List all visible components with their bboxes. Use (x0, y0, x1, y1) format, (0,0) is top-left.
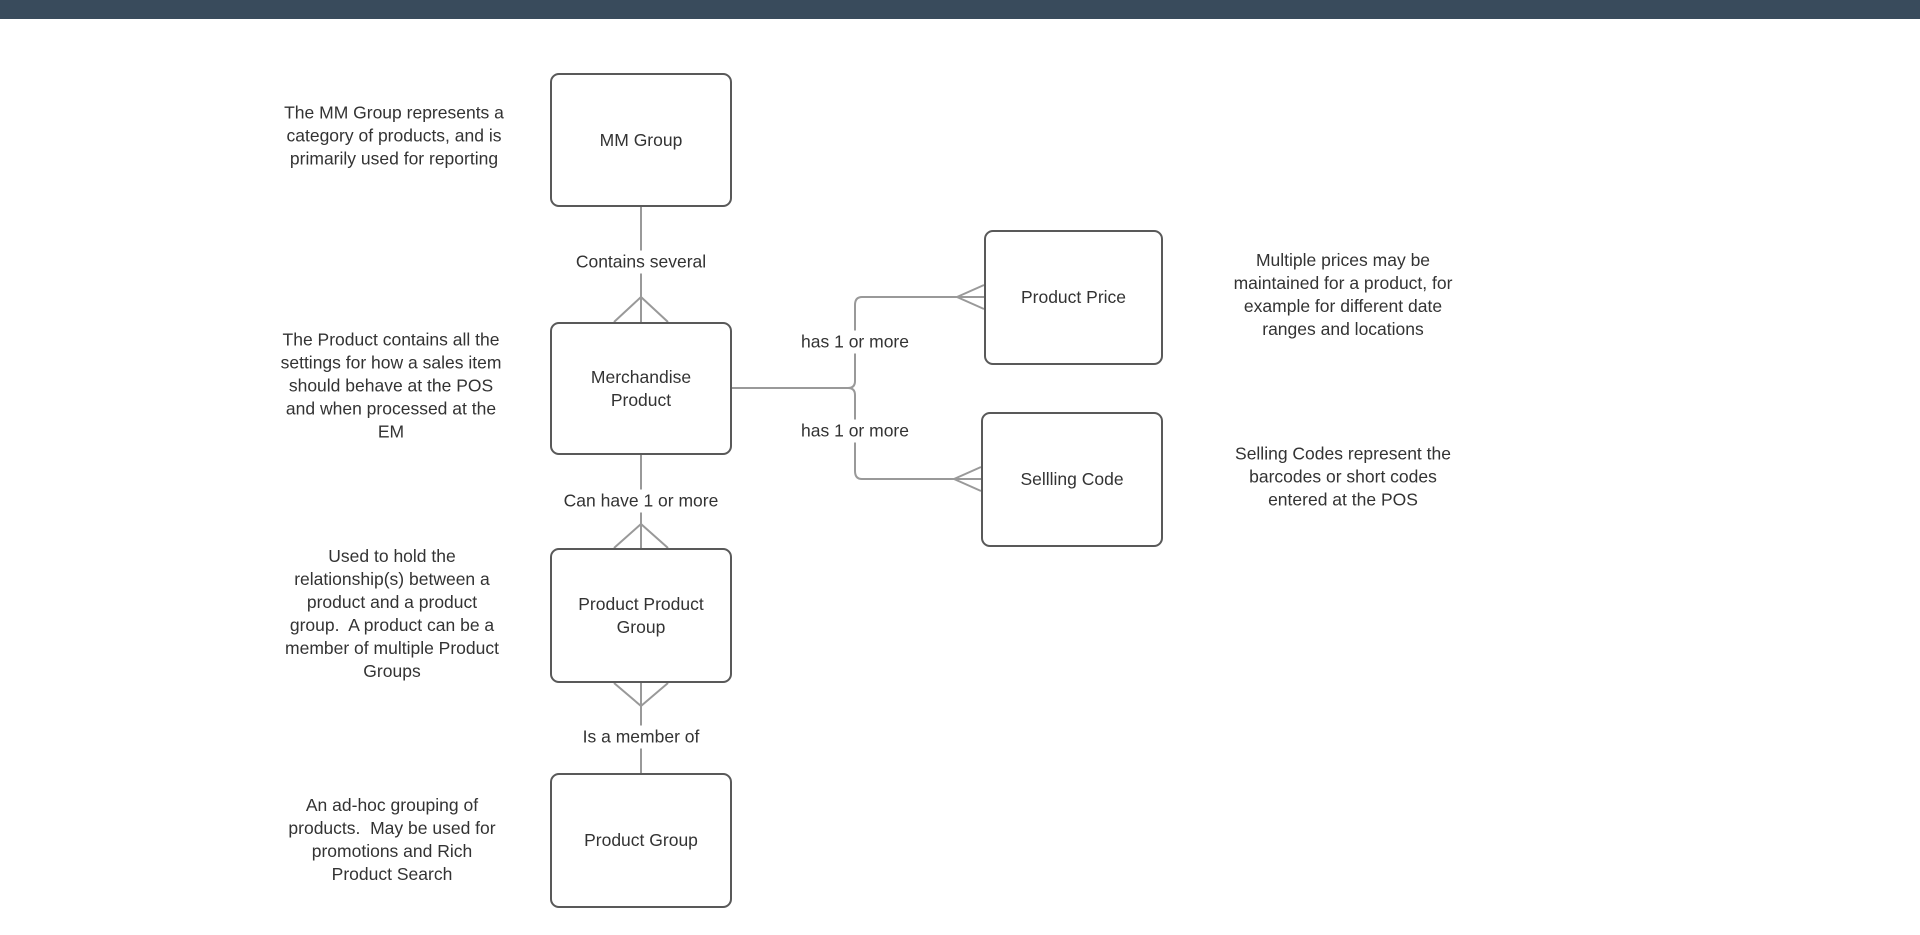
edge-has-code-line (847, 387, 982, 492)
annotation-product-group: An ad-hoc grouping of products. May be u… (288, 795, 496, 884)
edge-label-has-1-or-more-bottom: has 1 or more (795, 419, 915, 443)
entity-product-product-group-label: Product Product Group (578, 593, 704, 637)
edge-label-contains-several: Contains several (569, 250, 713, 274)
entity-selling-code-label: Sellling Code (1020, 469, 1124, 489)
top-bar (0, 0, 1920, 19)
entity-merchandise-product[interactable]: Merchandise Product (550, 322, 732, 455)
annotation-merchandise-product: The Product contains all the settings fo… (280, 329, 502, 442)
annotation-product-product-group: Used to hold the relationship(s) between… (285, 546, 499, 681)
edge-label-has-1-or-more-top: has 1 or more (795, 330, 915, 354)
entity-mm-group-label: MM Group (599, 129, 683, 150)
edge-label-is-a-member-of: Is a member of (576, 725, 706, 749)
entity-product-product-group[interactable]: Product Product Group (550, 548, 732, 683)
annotation-product-price: Multiple prices may be maintained for a … (1233, 250, 1453, 339)
annotation-selling-code: Selling Codes represent the barcodes or … (1235, 443, 1451, 510)
entity-merchandise-product-label: Merchandise Product (590, 366, 692, 410)
entity-product-group[interactable]: Product Group (550, 773, 732, 908)
entity-product-group-label: Product Group (584, 830, 698, 850)
entity-product-price[interactable]: Product Price (984, 230, 1163, 365)
entity-product-price-label: Product Price (1020, 287, 1127, 307)
annotation-mm-group: The MM Group represents a category of pr… (284, 102, 504, 169)
entity-mm-group[interactable]: MM Group (550, 73, 732, 207)
edge-label-can-have-1-or-more: Can have 1 or more (557, 489, 725, 513)
entity-selling-code[interactable]: Sellling Code (981, 412, 1163, 547)
